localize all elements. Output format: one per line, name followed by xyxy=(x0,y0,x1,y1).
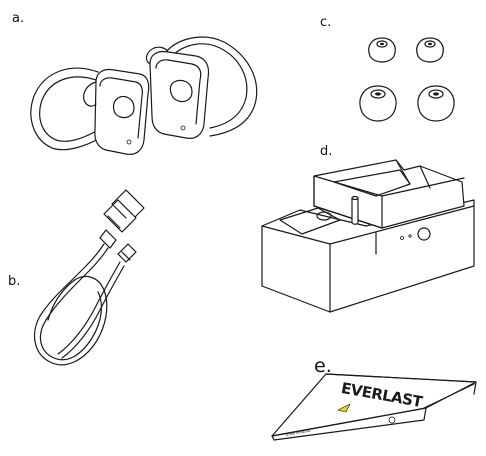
charging-case-illustration xyxy=(261,159,475,313)
usb-cable-illustration xyxy=(33,189,145,366)
label-user-manual: e. xyxy=(314,355,332,377)
label-usb-cable: b. xyxy=(8,274,21,289)
ear-tip-large-2 xyxy=(417,85,455,122)
label-earbuds: a. xyxy=(12,11,25,26)
manual-footer-text: USER MANUAL xyxy=(285,429,311,437)
label-charging-case: d. xyxy=(320,144,333,159)
user-manual-illustration: EVERLAST USER MANUAL xyxy=(271,373,477,441)
label-ear-tips: c. xyxy=(320,15,332,30)
earbuds-illustration xyxy=(30,36,258,155)
logo-accent-mark xyxy=(337,403,351,413)
ear-tip-large-1 xyxy=(359,85,397,122)
ear-tips-illustration xyxy=(359,37,455,122)
ear-tip-small-1 xyxy=(368,37,396,63)
ear-tip-small-2 xyxy=(416,37,444,63)
